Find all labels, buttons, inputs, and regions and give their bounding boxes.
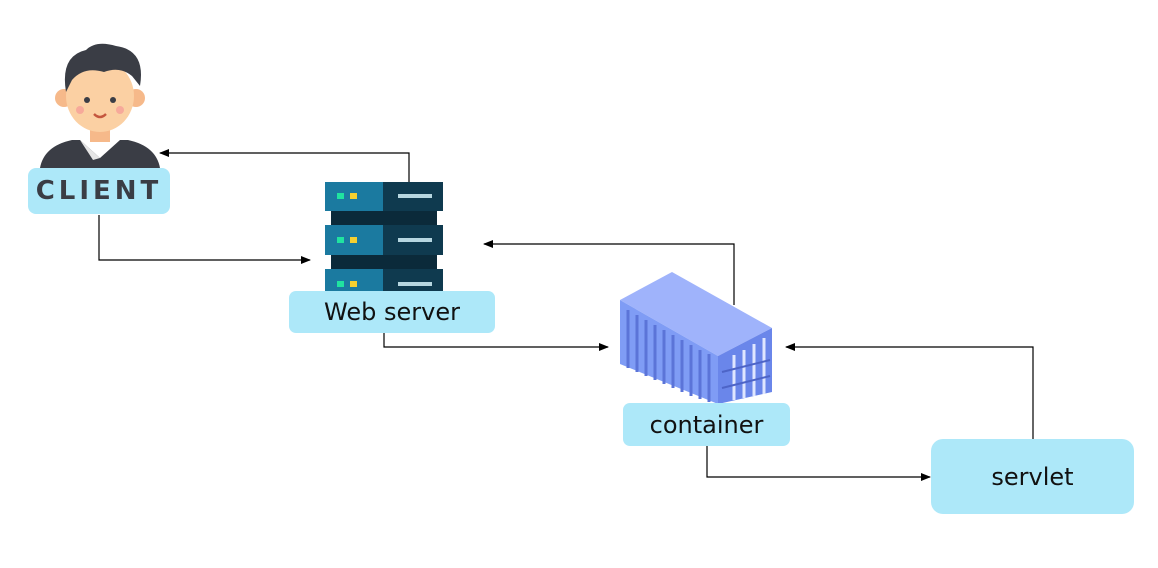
edge-servlet-to-container [785, 343, 1034, 440]
shipping-container-icon [620, 272, 772, 404]
edge-client-to-webserver [98, 215, 311, 264]
servlet-box: servlet [931, 439, 1134, 514]
edge-webserver-to-container [383, 333, 609, 351]
container-label: container [623, 403, 790, 446]
edge-webserver-to-client [159, 149, 410, 182]
edge-container-to-webserver [483, 240, 735, 305]
server-rack-icon [325, 182, 443, 291]
client-label: CLIENT [28, 168, 170, 214]
connectors [98, 149, 1034, 481]
person-icon [40, 43, 160, 168]
edge-container-to-servlet [706, 446, 931, 481]
web-server-label: Web server [289, 291, 495, 333]
